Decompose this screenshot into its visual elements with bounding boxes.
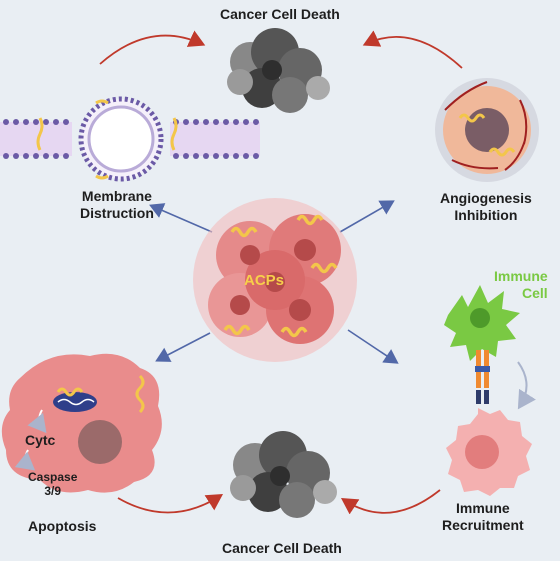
top-dead-cell-cluster-icon bbox=[227, 28, 330, 113]
apoptosis-label: Apoptosis bbox=[28, 518, 97, 534]
arrow-immune-activation bbox=[517, 361, 536, 410]
bottom-cancer-cell-death-label: Cancer Cell Death bbox=[222, 540, 342, 556]
membrane-bilayer-icon bbox=[0, 96, 260, 182]
angiogenesis-inhibition-label: Angiogenesis Inhibition bbox=[440, 190, 532, 223]
arrow-immune-to-death bbox=[340, 489, 441, 515]
arrow-apoptosis-to-death bbox=[117, 494, 224, 514]
arrow-center-to-membrane bbox=[149, 203, 213, 233]
immune-cell-label: Immune Cell bbox=[494, 268, 548, 301]
arrow-angio-to-death bbox=[362, 30, 463, 69]
apoptosis-cell-icon bbox=[1, 353, 162, 493]
angiogenesis-cell-icon bbox=[435, 78, 539, 182]
membrane-distruction-label: Membrane Distruction bbox=[80, 188, 154, 221]
arrow-center-to-angio bbox=[339, 200, 395, 233]
acps-label: ACPs bbox=[244, 272, 285, 289]
arrow-membrane-to-death bbox=[99, 30, 206, 65]
cytc-label: Cytc bbox=[25, 432, 56, 448]
immune-cell-icon bbox=[444, 285, 520, 361]
arrow-center-to-apoptosis bbox=[155, 332, 211, 362]
receptor-icon bbox=[475, 350, 490, 404]
top-cancer-cell-death-label: Cancer Cell Death bbox=[220, 6, 340, 22]
immune-recruitment-label: Immune Recruitment bbox=[442, 500, 524, 533]
tumor-cluster-icon bbox=[193, 198, 357, 362]
bottom-dead-cell-cluster-icon bbox=[230, 431, 337, 518]
caspase-label: Caspase 3/9 bbox=[28, 470, 78, 498]
target-cell-icon bbox=[446, 408, 532, 496]
arrow-center-to-immune bbox=[347, 329, 399, 364]
